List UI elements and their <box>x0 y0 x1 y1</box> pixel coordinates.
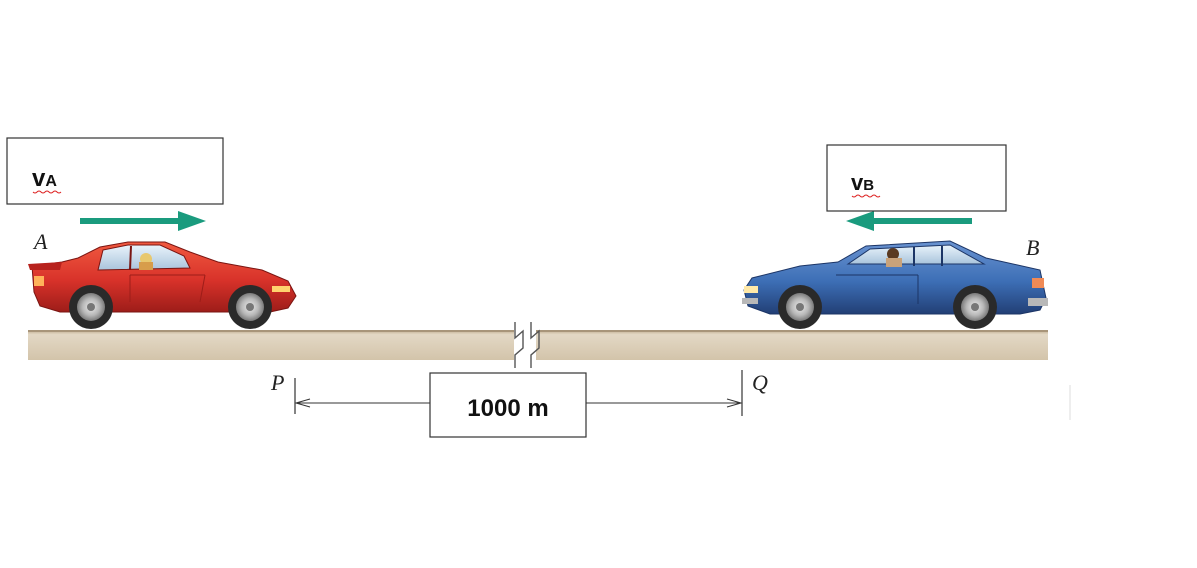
velocity-b-symbol: v <box>851 170 864 195</box>
point-q-label: Q <box>752 370 768 395</box>
velocity-b-arrow <box>846 211 972 231</box>
point-p-label: P <box>270 370 284 395</box>
velocity-a-symbol: v <box>32 165 46 192</box>
road-break-symbol <box>514 322 540 368</box>
car-b-rear-wheel <box>953 285 997 329</box>
dimension-line <box>294 370 743 416</box>
car-a-label: A <box>32 229 48 254</box>
velocity-b-subscript: B <box>863 177 874 194</box>
car-a-front-wheel <box>228 285 272 329</box>
svg-text:vB: vB <box>851 170 874 195</box>
distance-label: 1000 m <box>467 395 548 422</box>
velocity-a-box: vA <box>6 137 224 205</box>
car-a <box>28 241 297 329</box>
car-b-label: B <box>1026 235 1039 260</box>
velocity-b-box: vB <box>826 144 1007 212</box>
distance-box: 1000 m <box>429 372 587 438</box>
car-b-front-wheel <box>778 285 822 329</box>
road <box>28 330 1048 360</box>
car-a-rear-wheel <box>69 285 113 329</box>
velocity-a-arrow <box>80 211 206 231</box>
velocity-a-subscript: A <box>45 173 57 190</box>
svg-text:vA: vA <box>32 165 57 192</box>
car-b <box>742 240 1048 329</box>
